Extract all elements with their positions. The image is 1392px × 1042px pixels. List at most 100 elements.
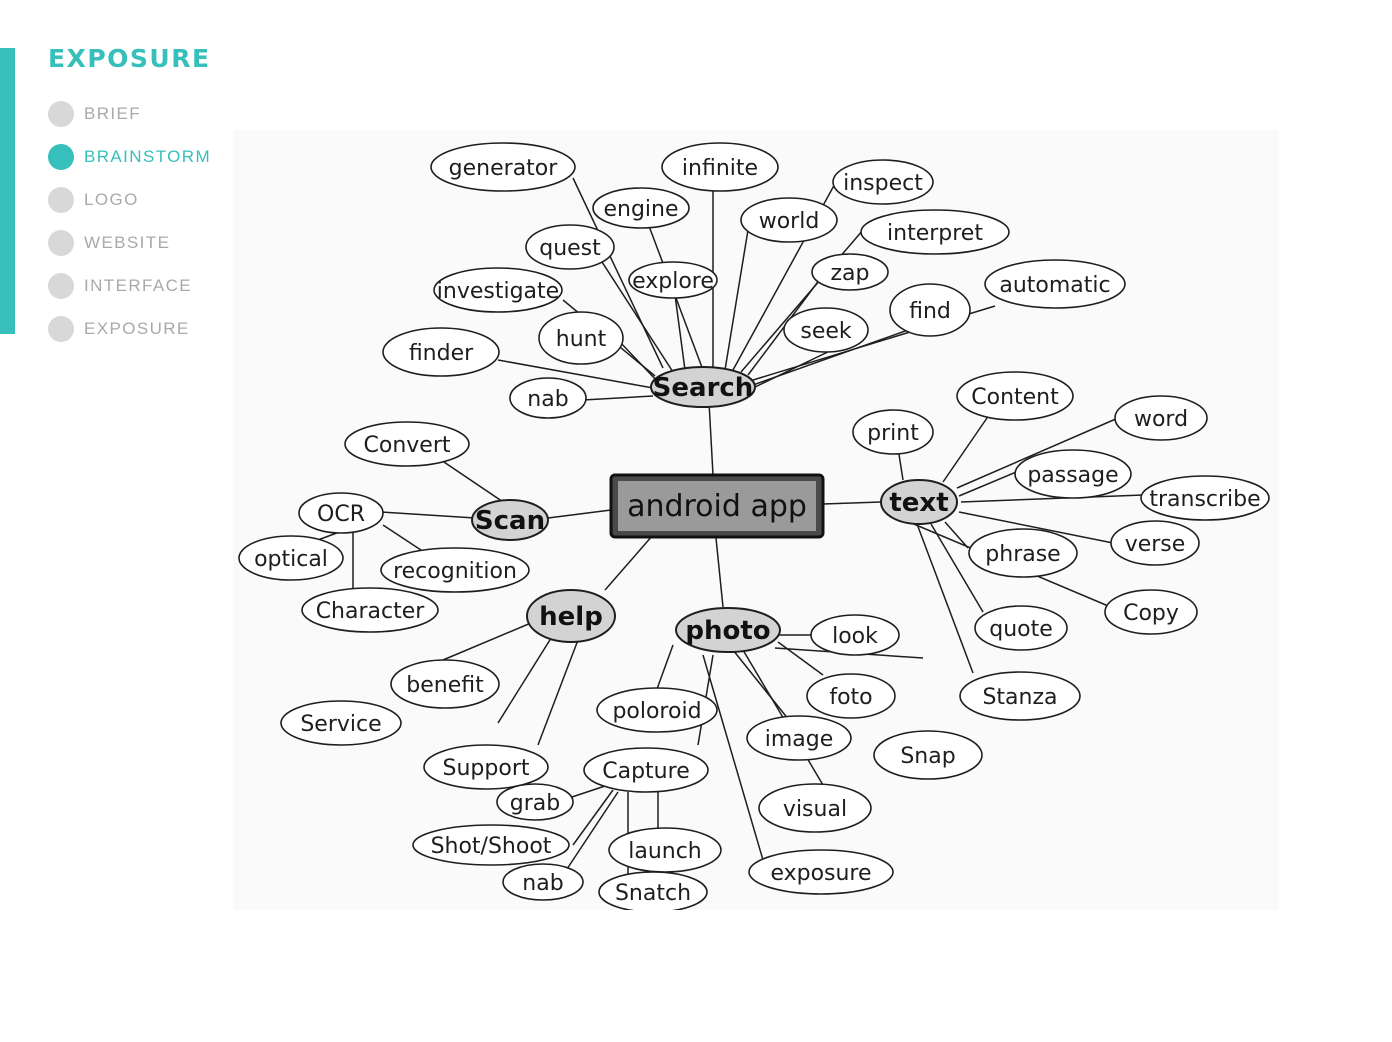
nav-dot-icon bbox=[48, 186, 74, 213]
brainstorm-mindmap: android app Search Scan text help photo … bbox=[233, 130, 1279, 910]
word-label: verse bbox=[1125, 532, 1186, 557]
word-node: optical bbox=[238, 535, 344, 581]
center-fill bbox=[618, 481, 816, 531]
word-node: Character bbox=[301, 587, 439, 633]
edge bbox=[822, 501, 882, 505]
word-label: optical bbox=[254, 547, 328, 572]
word-node: automatic bbox=[984, 259, 1126, 309]
edge bbox=[708, 401, 714, 476]
word-label: transcribe bbox=[1149, 487, 1260, 512]
hub-bubble bbox=[880, 479, 958, 525]
word-node: image bbox=[746, 715, 852, 761]
nav-item-brief[interactable]: BRIEF bbox=[48, 92, 211, 135]
hub-bubble bbox=[526, 589, 616, 643]
hub-label: help bbox=[539, 602, 603, 632]
word-node: Content bbox=[956, 371, 1074, 421]
word-node: launch bbox=[608, 827, 722, 873]
edge bbox=[930, 523, 984, 613]
nav-item-brainstorm[interactable]: BRAINSTORM bbox=[48, 135, 211, 178]
word-label: image bbox=[765, 727, 834, 752]
nav-item-website[interactable]: WEBSITE bbox=[48, 221, 211, 264]
word-bubbles: generator infinite engine inspect world … bbox=[238, 142, 1270, 910]
word-label: finder bbox=[409, 341, 474, 366]
edge bbox=[497, 359, 654, 389]
word-node: Copy bbox=[1104, 589, 1198, 635]
word-label: phrase bbox=[985, 542, 1060, 567]
word-node: nab bbox=[509, 377, 587, 419]
section-nav: BRIEF BRAINSTORM LOGO WEBSITE INTERFACE … bbox=[48, 92, 211, 350]
word-node: quote bbox=[974, 605, 1068, 651]
hub-label: Search bbox=[653, 373, 754, 403]
edge bbox=[442, 619, 539, 661]
word-node: phrase bbox=[968, 528, 1078, 578]
word-label: infinite bbox=[682, 156, 758, 181]
edge bbox=[537, 639, 579, 746]
word-node: explore bbox=[628, 261, 718, 299]
word-node: nab bbox=[502, 863, 584, 901]
edge bbox=[740, 229, 864, 373]
word-node: Support bbox=[423, 744, 549, 790]
word-node: Service bbox=[280, 700, 402, 746]
word-label: poloroid bbox=[612, 699, 701, 724]
edge bbox=[944, 521, 969, 549]
word-node: foto bbox=[806, 673, 896, 719]
word-label: print bbox=[867, 421, 919, 446]
word-node: passage bbox=[1014, 449, 1132, 499]
word-node: benefit bbox=[390, 659, 500, 709]
word-label: visual bbox=[783, 797, 847, 822]
word-label: Character bbox=[316, 599, 426, 624]
word-label: benefit bbox=[406, 673, 484, 698]
word-label: quote bbox=[989, 617, 1053, 642]
word-label: launch bbox=[628, 839, 702, 864]
word-label: recognition bbox=[393, 559, 517, 584]
word-node: generator bbox=[430, 142, 576, 192]
word-node: world bbox=[740, 197, 838, 243]
hub-help: help bbox=[526, 589, 616, 643]
edge bbox=[702, 654, 764, 861]
word-node: grab bbox=[496, 783, 574, 821]
word-label: nab bbox=[522, 871, 563, 896]
word-node: hunt bbox=[538, 311, 624, 365]
nav-dot-icon bbox=[48, 229, 74, 256]
word-label: hunt bbox=[556, 327, 607, 352]
word-label: find bbox=[909, 299, 951, 324]
hub-bubble bbox=[471, 499, 549, 541]
word-label: explore bbox=[632, 269, 714, 294]
word-label: inspect bbox=[843, 171, 923, 196]
word-node: investigate bbox=[433, 267, 563, 313]
word-node: verse bbox=[1110, 520, 1200, 566]
edge bbox=[715, 537, 724, 608]
hub-photo: photo bbox=[675, 607, 781, 653]
nav-item-interface[interactable]: INTERFACE bbox=[48, 264, 211, 307]
nav-dot-icon bbox=[48, 143, 74, 170]
word-label: Content bbox=[971, 385, 1059, 410]
edge bbox=[547, 509, 612, 519]
nav-item-logo[interactable]: LOGO bbox=[48, 178, 211, 221]
word-label: Copy bbox=[1123, 601, 1179, 626]
edge bbox=[617, 339, 659, 383]
edge bbox=[916, 523, 974, 674]
nav-item-exposure[interactable]: EXPOSURE bbox=[48, 307, 211, 350]
hub-text: text bbox=[880, 479, 958, 525]
word-node: recognition bbox=[380, 547, 530, 593]
edge bbox=[562, 791, 619, 876]
word-node: engine bbox=[592, 187, 690, 229]
edge bbox=[777, 641, 824, 676]
word-label: seek bbox=[800, 319, 852, 344]
word-label: world bbox=[759, 209, 820, 234]
word-node: OCR bbox=[298, 492, 384, 534]
mindmap-edges bbox=[317, 177, 1144, 882]
accent-bar bbox=[0, 48, 15, 334]
word-node: word bbox=[1114, 395, 1208, 441]
edge bbox=[732, 649, 794, 726]
hub-bubble bbox=[675, 607, 781, 653]
word-label: grab bbox=[510, 791, 560, 816]
word-node: inspect bbox=[832, 159, 934, 205]
nav-dot-icon bbox=[48, 272, 74, 299]
word-label: OCR bbox=[317, 502, 365, 527]
word-node: poloroid bbox=[596, 687, 718, 733]
edge bbox=[724, 229, 749, 371]
edge bbox=[572, 177, 664, 369]
word-node: zap bbox=[811, 253, 889, 291]
word-node: look bbox=[810, 614, 900, 656]
